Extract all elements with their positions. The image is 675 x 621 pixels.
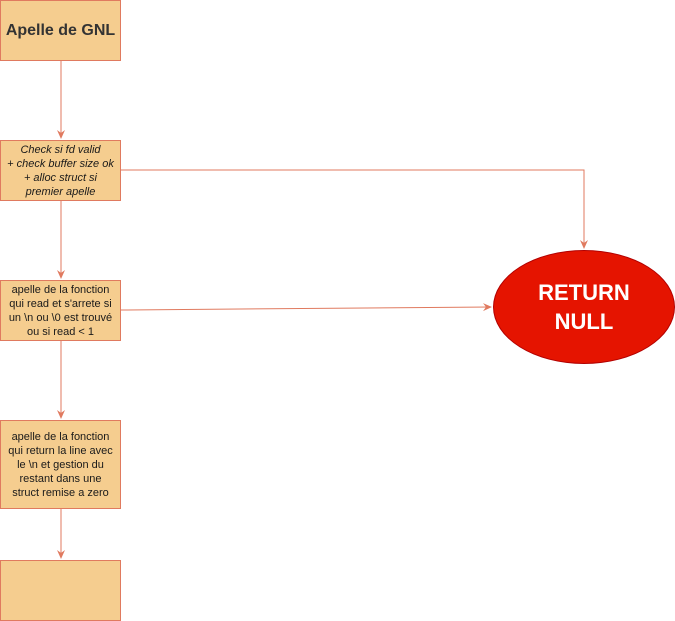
node-start-label: Apelle de GNL bbox=[5, 21, 116, 39]
node-return-line-function: apelle de la fonction qui return la line… bbox=[0, 420, 121, 509]
node-read-function: apelle de la fonction qui read et s'arre… bbox=[0, 280, 121, 341]
node-return-null: RETURN NULL bbox=[493, 250, 675, 364]
node-check-params-label: Check si fd valid + check buffer size ok… bbox=[7, 143, 114, 198]
edge-read-to-return bbox=[120, 303, 492, 312]
node-empty bbox=[0, 560, 121, 621]
node-return-null-label: RETURN NULL bbox=[538, 280, 630, 334]
node-start: Apelle de GNL bbox=[0, 0, 121, 61]
node-read-function-label: apelle de la fonction qui read et s'arre… bbox=[8, 283, 113, 338]
edge-check-to-return bbox=[121, 169, 588, 249]
node-return-line-function-label: apelle de la fonction qui return la line… bbox=[8, 430, 113, 499]
node-check-params: Check si fd valid + check buffer size ok… bbox=[0, 140, 121, 201]
